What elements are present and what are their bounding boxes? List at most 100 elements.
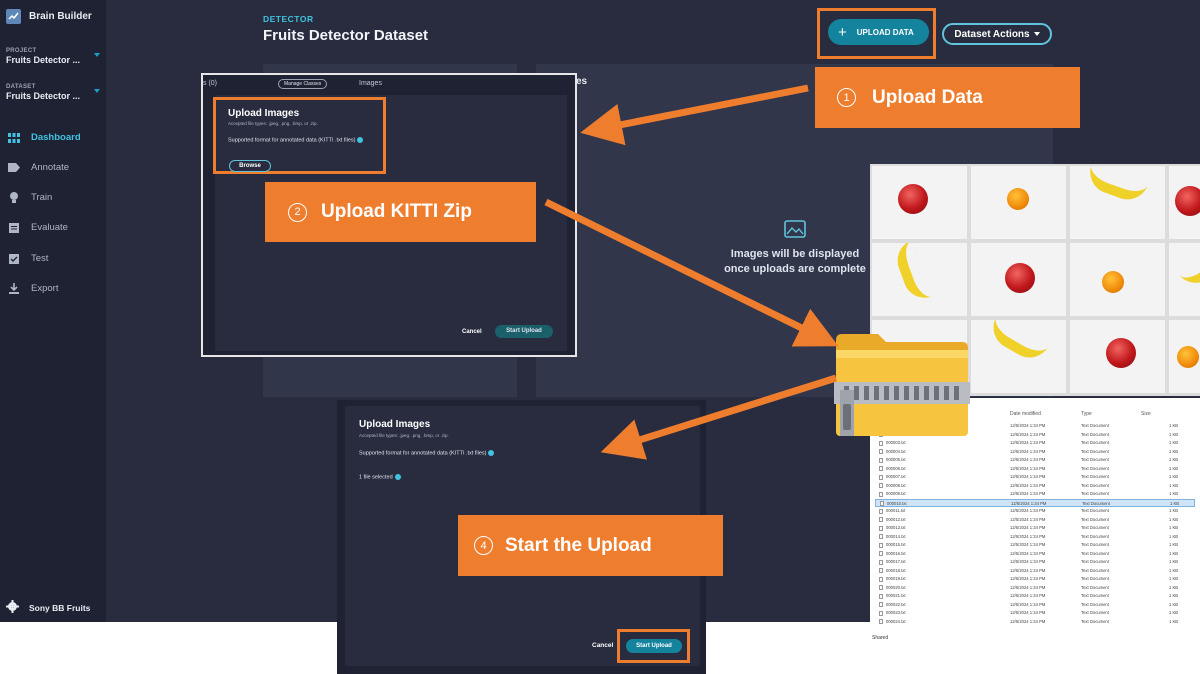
arrow-to-zip [544, 198, 839, 347]
start-upload-button[interactable]: Start Upload [626, 639, 682, 653]
brand[interactable]: Brain Builder [6, 9, 92, 24]
nav-evaluate[interactable]: Evaluate [8, 222, 68, 233]
file-type: Text Document [1081, 516, 1109, 522]
file-size: 1 KB [1169, 610, 1179, 615]
file-name: 000024.txt [886, 618, 906, 624]
cancel-button[interactable]: Cancel [462, 329, 482, 335]
account-settings[interactable]: Sony BB Fruits [6, 600, 90, 615]
project-selector[interactable]: PROJECT Fruits Detector ... [6, 48, 100, 65]
file-date: 12/5/2024 1:34 PM [1010, 491, 1046, 496]
fruit-photo [872, 243, 967, 316]
fruit-photo [872, 166, 967, 239]
file-date: 12/5/2024 1:34 PM [1010, 567, 1046, 573]
info-icon [488, 450, 495, 456]
file-name: 000023.txt [886, 610, 906, 615]
file-name: 000016.txt [886, 550, 906, 556]
shared-label[interactable]: Shared [872, 635, 889, 641]
file-date: 12/5/2024 1:34 PM [1010, 593, 1046, 598]
images-tab[interactable]: Images [359, 80, 382, 87]
dataset-value: Fruits Detector ... [6, 91, 81, 101]
brand-name: Brain Builder [29, 11, 92, 22]
file-size: 1 KB [1169, 448, 1179, 454]
file-date: 12/5/2024 1:34 PM [1011, 500, 1047, 506]
dataset-actions-button[interactable]: Dataset Actions [942, 23, 1052, 45]
nav-label: Annotate [31, 162, 70, 173]
fruit-photo [1169, 320, 1200, 393]
file-size: 1 KB [1169, 593, 1179, 598]
file-size: 1 KB [1170, 500, 1180, 506]
file-size: 1 KB [1169, 457, 1179, 462]
info-icon [394, 474, 401, 480]
dialog-title: Upload Images [359, 419, 431, 430]
account-name: Sony BB Fruits [29, 602, 91, 613]
nav-train[interactable]: Train [8, 192, 52, 203]
file-icon [880, 501, 884, 506]
file-name: 000008.txt [886, 482, 906, 488]
nav-label: Test [31, 253, 49, 264]
file-icon [879, 474, 883, 480]
file-size: 1 KB [1169, 491, 1179, 496]
file-icon [879, 483, 883, 488]
file-name: 000022.txt [886, 601, 906, 607]
file-size: 1 KB [1169, 601, 1179, 607]
file-size: 1 KB [1169, 508, 1179, 513]
browse-button[interactable]: Browse [229, 160, 271, 172]
file-date: 12/5/2024 1:34 PM [1010, 448, 1046, 454]
step-text: Upload KITTI Zip [321, 201, 472, 222]
nav-dashboard[interactable]: Dashboard [8, 132, 81, 143]
nav-annotate[interactable]: Annotate [8, 162, 69, 173]
file-size: 1 KB [1169, 516, 1179, 522]
file-size: 1 KB [1169, 584, 1179, 590]
dataset-selector[interactable]: DATASET Fruits Detector ... [6, 84, 100, 101]
file-date: 12/5/2024 1:34 PM [1010, 618, 1046, 624]
file-size: 1 KB [1169, 431, 1179, 437]
file-date: 12/5/2024 1:34 PM [1010, 542, 1046, 547]
step-1-label: 1 Upload Data [815, 67, 1080, 128]
nav-export[interactable]: Export [8, 283, 58, 294]
file-name: 000010.txt [887, 500, 907, 506]
dashboard-icon [8, 132, 20, 143]
nav-label: Dashboard [31, 132, 81, 143]
start-upload-button[interactable]: Start Upload [495, 325, 553, 338]
step-number: 4 [474, 536, 493, 555]
accepted-types-text: Accepted file types: .jpeg, .png, .bmp, … [228, 121, 318, 126]
file-type: Text Document [1081, 559, 1109, 564]
file-name: 000009.txt [886, 491, 906, 496]
file-date: 12/5/2024 1:34 PM [1010, 423, 1046, 428]
manage-classes-button[interactable]: Manage Classes [278, 79, 328, 89]
column-date[interactable]: Date modified [1010, 411, 1041, 417]
file-icon [879, 517, 883, 522]
nav-test[interactable]: Test [8, 253, 48, 264]
upload-data-button[interactable]: + UPLOAD DATA [828, 19, 929, 45]
cancel-button[interactable]: Cancel [592, 642, 614, 649]
column-type[interactable]: Type [1081, 411, 1092, 417]
step-number: 1 [837, 88, 856, 107]
dataset-label: DATASET [6, 84, 36, 90]
upload-data-highlight: + UPLOAD DATA [817, 8, 936, 59]
file-type: Text Document [1081, 550, 1109, 556]
column-size[interactable]: Size [1141, 411, 1151, 417]
file-name: 000012.txt [886, 516, 906, 522]
